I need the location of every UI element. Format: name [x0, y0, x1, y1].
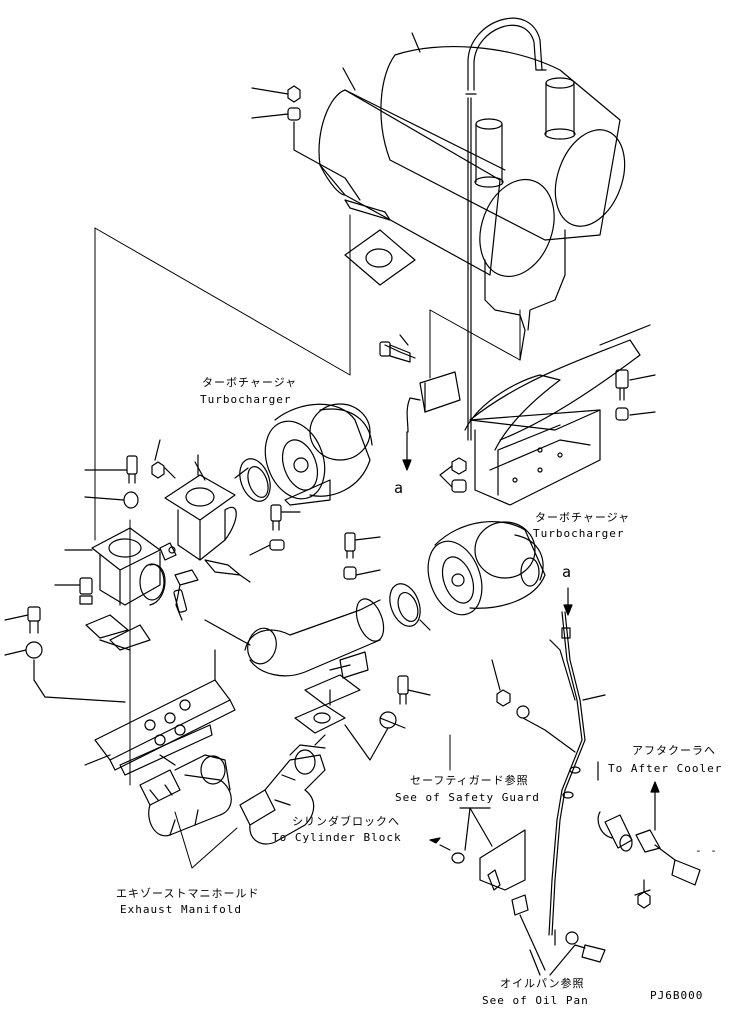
- turbo-support-bracket: [464, 324, 651, 506]
- cylinder-block-label-jp: シリンダブロックへ: [292, 815, 400, 828]
- left-bolts: [4, 455, 139, 703]
- oil-pan-label-jp: オイルパン参照: [500, 977, 585, 990]
- exhaust-elbow-pipe: [204, 598, 385, 679]
- safety-guard-label-jp: セーフティガード参照: [410, 774, 529, 787]
- turbo-upper-label-jp: ターボチャージャ: [202, 376, 298, 389]
- after-cooler-connector: [597, 781, 701, 909]
- oil-return-pipe: [491, 611, 606, 946]
- turbocharger-upper: [234, 403, 373, 506]
- reference-lines: [94, 214, 521, 786]
- top-left-fasteners: [251, 32, 421, 201]
- ref-a-bottom: a: [562, 563, 573, 581]
- turbo-lower-label-jp: ターボチャージャ: [535, 511, 631, 524]
- exhaust-manifold-right: [239, 734, 326, 845]
- arrow-a-bottom: [563, 587, 573, 616]
- exhaust-leader-lines: [174, 811, 238, 869]
- turbo-lower-label-en: Turbocharger: [533, 527, 625, 540]
- bracket-fasteners: [379, 334, 656, 493]
- arrow-a-top: [402, 431, 412, 471]
- muffler: [318, 17, 626, 441]
- oil-pan-label-en: See of Oil Pan: [482, 994, 589, 1007]
- heat-shield-plate: [84, 649, 236, 776]
- lower-adapter: [91, 527, 177, 606]
- oil-pan-fasteners: [511, 894, 606, 976]
- upper-adapter: [151, 439, 237, 561]
- turbocharger-lower: [343, 520, 546, 631]
- exhaust-manifold-left: [139, 754, 232, 837]
- mounting-stays: [85, 504, 301, 651]
- after-cooler-label-jp: アフタクーラへ: [632, 744, 716, 757]
- safety-guard-bracket: [429, 807, 526, 891]
- dash-mark: - -: [695, 844, 718, 857]
- after-cooler-label-en: To After Cooler: [608, 762, 723, 775]
- cylinder-block-label-en: To Cylinder Block: [272, 831, 402, 844]
- drawing-code: PJ6B000: [650, 989, 704, 1002]
- flange-gaskets: [294, 674, 431, 761]
- safety-guard-label-en: See of Safety Guard: [395, 791, 540, 804]
- exhaust-manifold-label-en: Exhaust Manifold: [120, 903, 242, 916]
- turbo-upper-label-en: Turbocharger: [200, 393, 292, 406]
- ref-a-top: a: [394, 479, 405, 497]
- exhaust-manifold-label-jp: エキゾーストマニホールド: [116, 887, 260, 900]
